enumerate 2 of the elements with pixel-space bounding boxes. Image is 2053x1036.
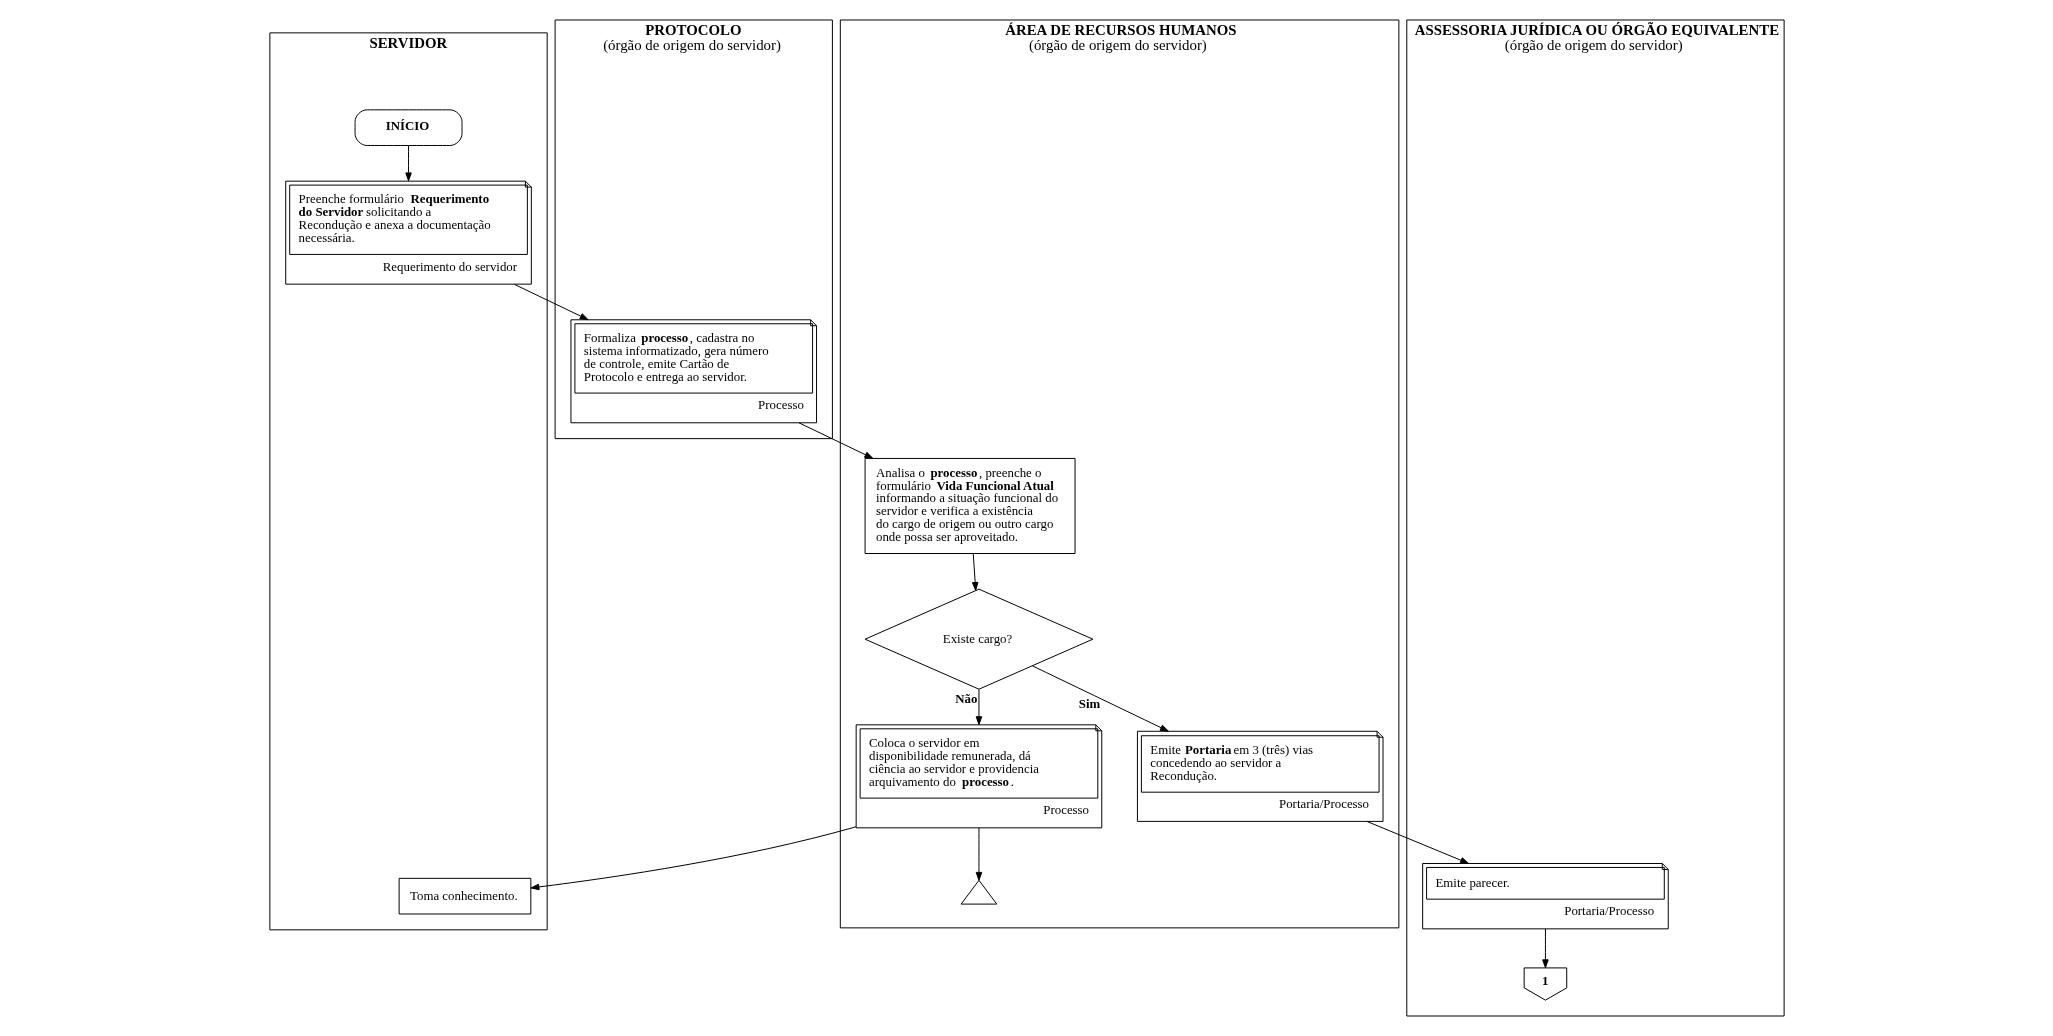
edge-label: Sim [1078, 696, 1100, 711]
edge-label: Não [954, 691, 977, 706]
